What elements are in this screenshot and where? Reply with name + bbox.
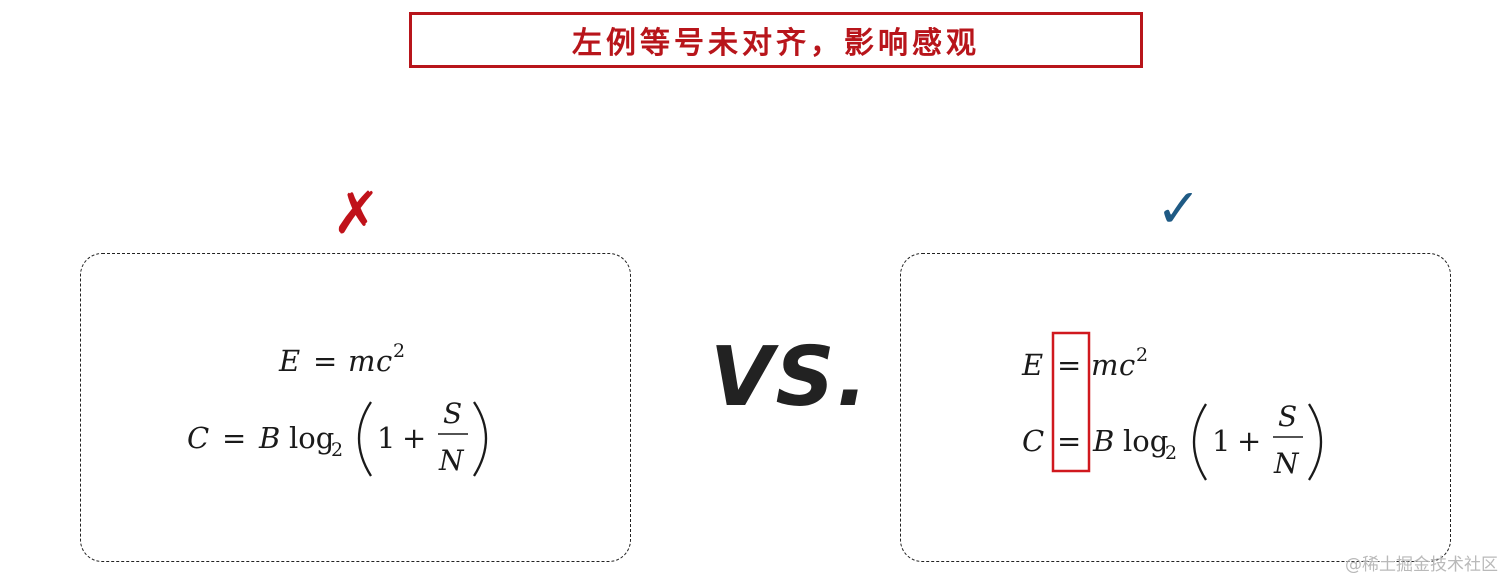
eq2-lhs: C: [187, 421, 209, 455]
eq1-c: c: [1119, 348, 1135, 382]
eq2-one: 1: [377, 421, 395, 455]
eq2-log: log: [1123, 424, 1168, 458]
title-banner: 左例等号未对齐，影响感观: [409, 12, 1143, 68]
eq2-b: B: [258, 421, 280, 455]
eq1-exponent: 2: [393, 340, 405, 362]
eq2-denominator: N: [438, 444, 465, 477]
eq1-equals: =: [1057, 348, 1081, 382]
eq2-numerator: S: [1278, 400, 1297, 433]
bad-example-formulas: E = m c 2 C = B log 2 1 + S N: [187, 340, 488, 477]
title-text: 左例等号未对齐，影响感观: [572, 26, 980, 61]
eq1-equals: =: [313, 344, 337, 378]
eq2-denominator: N: [1273, 447, 1300, 480]
eq2-lhs: C: [1022, 424, 1044, 458]
eq1-lhs: E: [1021, 348, 1043, 382]
watermark: @稀土掘金技术社区: [1345, 555, 1498, 575]
left-paren: [1192, 403, 1207, 481]
eq2-log: log: [289, 421, 334, 455]
eq2-plus: +: [402, 421, 426, 455]
bad-example-panel: E = m c 2 C = B log 2 1 + S N: [80, 253, 631, 562]
right-paren: [473, 401, 488, 477]
check-icon: ✓: [1156, 177, 1202, 240]
eq1-m: m: [1091, 348, 1119, 382]
eq1-m: m: [348, 344, 376, 378]
good-example-panel: E = m c 2 C = B log 2 1 + S N: [900, 253, 1451, 562]
eq2-log-base: 2: [331, 439, 343, 461]
eq1-exponent: 2: [1136, 344, 1148, 366]
eq2-plus: +: [1237, 424, 1261, 458]
eq2-equals: =: [222, 421, 246, 455]
vs-label: VS.: [710, 330, 870, 425]
right-paren: [1308, 403, 1323, 481]
eq2-numerator: S: [443, 397, 462, 430]
eq1-lhs: E: [278, 344, 300, 378]
eq2-one: 1: [1212, 424, 1230, 458]
cross-icon: ✗: [332, 179, 381, 247]
eq2-equals: =: [1057, 424, 1081, 458]
eq2-b: B: [1092, 424, 1114, 458]
eq1-c: c: [376, 344, 392, 378]
good-example-formulas: E = m c 2 C = B log 2 1 + S N: [1021, 331, 1323, 481]
left-paren: [357, 401, 372, 477]
eq2-log-base: 2: [1165, 442, 1177, 464]
alignment-highlight-box: [1051, 331, 1091, 473]
